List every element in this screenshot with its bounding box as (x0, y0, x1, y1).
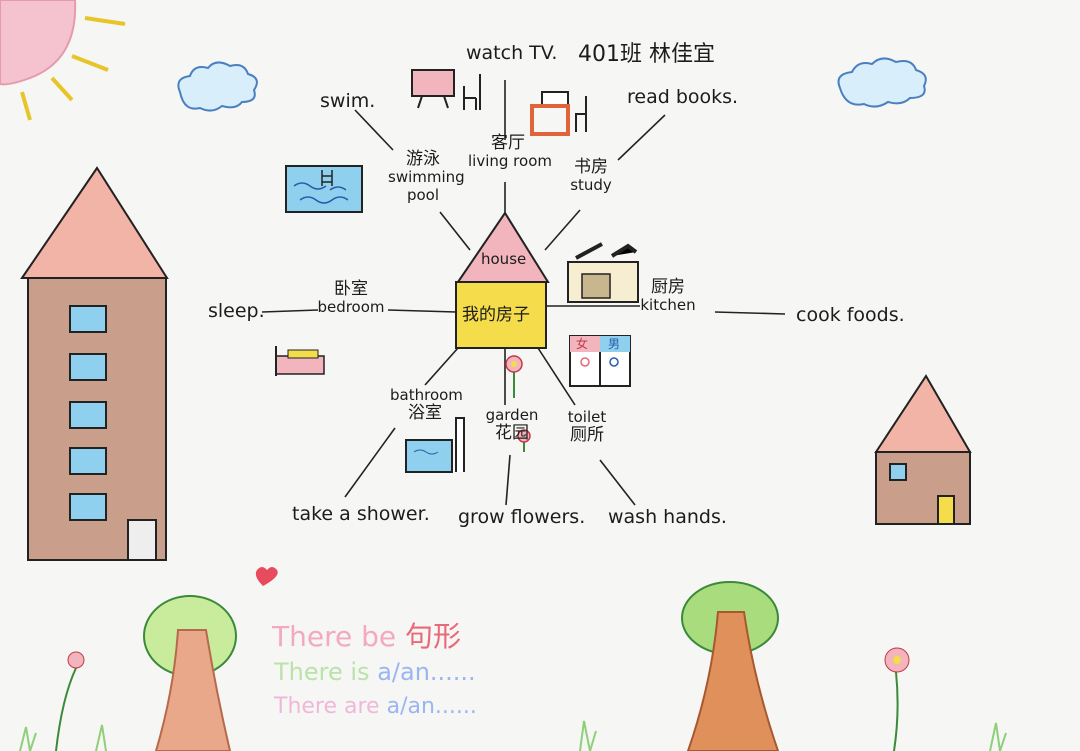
toilet-female-sign: 女 (576, 337, 589, 351)
grammar-line-2: There are a/an...... (274, 694, 477, 719)
pool-icon (285, 165, 363, 213)
mindmap-connectors (261, 80, 786, 506)
activity-read: read books. (627, 86, 739, 108)
bed-icon (275, 346, 325, 376)
cloud-icon (837, 57, 927, 108)
activity-wash: wash hands. (608, 506, 727, 528)
tv-icon (411, 69, 481, 110)
activity-watch-tv: watch TV. (466, 42, 558, 64)
activity-shower: take a shower. (292, 503, 430, 525)
center-house-icon (455, 211, 550, 349)
stove-icon (567, 242, 639, 303)
grass-icon (19, 720, 1007, 751)
tall-building-icon (20, 166, 169, 561)
tree-icon (681, 581, 780, 751)
small-house-icon (874, 374, 972, 525)
tree-icon (143, 595, 237, 751)
cloud-icon (177, 61, 258, 112)
toilet-sign-icon (569, 335, 631, 387)
grammar-line-1: There is a/an...... (274, 658, 476, 686)
grammar-heading: There be 句形 (272, 620, 462, 653)
flower-icon (505, 355, 531, 452)
activity-sleep: sleep. (208, 300, 265, 322)
toilet-male-sign: 男 (608, 337, 621, 351)
flower-icon (55, 651, 85, 751)
sun-icon (0, 0, 126, 121)
student-name: 401班 林佳宜 (578, 42, 715, 67)
activity-swim: swim. (320, 90, 376, 112)
house-word: house (481, 250, 527, 268)
flower-icon (884, 647, 910, 751)
desk-icon (530, 91, 587, 136)
heart-icon (255, 567, 278, 586)
activity-cook: cook foods. (796, 304, 905, 326)
activity-grow: grow flowers. (458, 506, 586, 528)
center-title: 我的房子 (462, 305, 530, 325)
bathtub-icon (405, 417, 465, 473)
